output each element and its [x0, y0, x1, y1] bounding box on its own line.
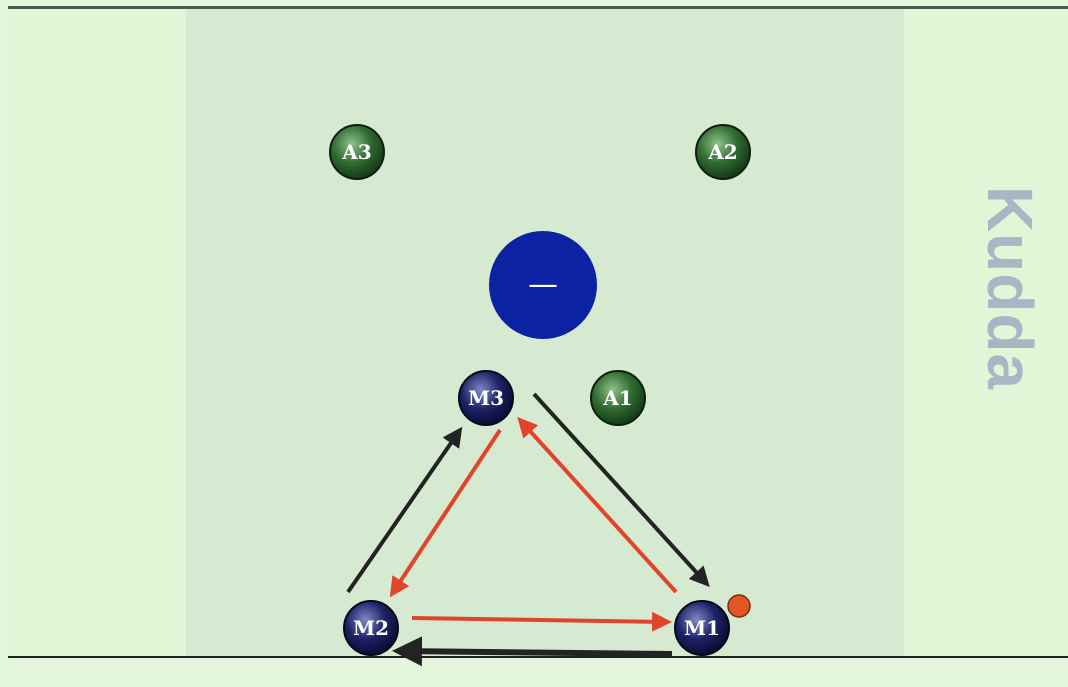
- player-a1: A1: [590, 370, 646, 426]
- svg-text:M3: M3: [468, 386, 504, 410]
- arrow-black-m3-to-m1: [532, 392, 710, 587]
- svg-text:A2: A2: [707, 140, 737, 164]
- arrow-red-m1-to-m3: [517, 417, 678, 594]
- ball: [727, 594, 751, 618]
- player-m3: M3: [458, 370, 514, 426]
- svg-text:A1: A1: [602, 386, 632, 410]
- svg-text:M1: M1: [684, 616, 720, 640]
- arrow-red-m2-to-m1: [411, 611, 672, 632]
- arrow-black-m2-to-m3: [346, 426, 463, 594]
- left-sideline-area: [8, 9, 186, 656]
- baseline: [8, 656, 1068, 658]
- goal-label: —: [528, 268, 558, 303]
- right-sideline-area: [904, 9, 1068, 656]
- goal-circle: [489, 231, 597, 339]
- arrow-red-m3-to-m2: [389, 428, 502, 598]
- player-a2: A2: [695, 124, 751, 180]
- player-m2: M2: [343, 600, 399, 656]
- top-border: [8, 6, 1068, 9]
- arrow-black-m1-to-m2: [392, 636, 673, 667]
- svg-text:M2: M2: [353, 616, 389, 640]
- player-m1: M1: [674, 600, 730, 656]
- player-a3: A3: [329, 124, 385, 180]
- svg-text:A3: A3: [341, 140, 371, 164]
